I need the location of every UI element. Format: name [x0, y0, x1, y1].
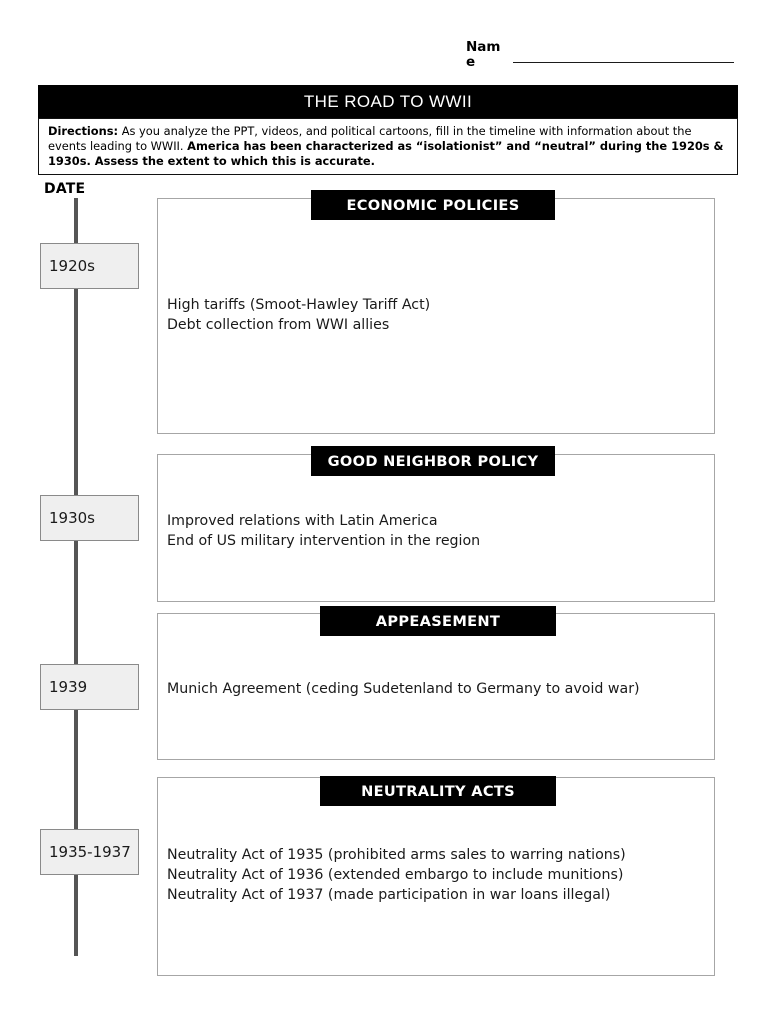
directions-box: Directions: As you analyze the PPT, vide… — [38, 118, 738, 175]
section-body-text: Improved relations with Latin America En… — [167, 513, 481, 549]
name-field-row: Name — [466, 40, 746, 80]
name-label: Name — [466, 39, 501, 70]
timeline-date-text: 1935-1937 — [49, 843, 131, 861]
worksheet-title-bar: THE ROAD TO WWII — [38, 85, 738, 118]
section-heading-banner: GOOD NEIGHBOR POLICY — [311, 446, 555, 476]
timeline-date-chip: 1930s — [40, 495, 139, 541]
section-body-text: Munich Agreement (ceding Sudetenland to … — [167, 681, 640, 697]
directions-label: Directions: — [48, 124, 119, 138]
section-body-text: Neutrality Act of 1935 (prohibited arms … — [167, 847, 626, 903]
name-write-in-line[interactable] — [513, 62, 734, 63]
section-body-text: High tariffs (Smoot-Hawley Tariff Act) D… — [167, 297, 431, 333]
section-heading-banner: APPEASEMENT — [320, 606, 556, 636]
timeline-date-chip: 1935-1937 — [40, 829, 139, 875]
timeline-date-text: 1930s — [49, 509, 95, 527]
timeline-spine — [74, 198, 78, 956]
timeline-date-chip: 1939 — [40, 664, 139, 710]
section-heading-text: NEUTRALITY ACTS — [361, 782, 515, 800]
page-title: THE ROAD TO WWII — [303, 91, 473, 111]
section-heading-text: APPEASEMENT — [375, 612, 501, 630]
directions-part2: America has been characterized as “isola… — [48, 139, 724, 169]
section-heading-text: GOOD NEIGHBOR POLICY — [327, 452, 539, 470]
section-heading-banner: ECONOMIC POLICIES — [311, 190, 555, 220]
section-heading-text: ECONOMIC POLICIES — [346, 196, 520, 214]
directions-text: Directions: As you analyze the PPT, vide… — [48, 124, 729, 170]
timeline-date-text: 1920s — [49, 257, 95, 275]
timeline-date-chip: 1920s — [40, 243, 139, 289]
date-column-label: DATE — [44, 181, 86, 197]
timeline-date-text: 1939 — [49, 678, 88, 696]
section-heading-banner: NEUTRALITY ACTS — [320, 776, 556, 806]
directions-part1: As you analyze the PPT, videos, and poli… — [48, 124, 692, 154]
